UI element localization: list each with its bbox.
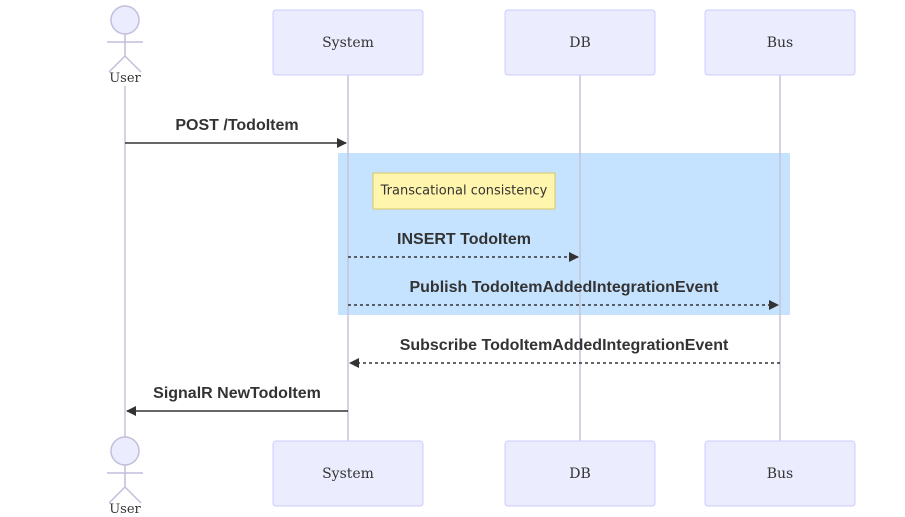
actor-head-icon	[110, 5, 140, 35]
participant-bus-label: Bus	[767, 466, 794, 482]
actor-user-top: User	[107, 5, 143, 86]
participant-bus-top: Bus	[704, 9, 856, 76]
message-insert-todoitem: INSERT TodoItem	[348, 231, 579, 262]
message-label: Subscribe TodoItemAddedIntegrationEvent	[400, 337, 729, 354]
participant-system-bottom: System	[272, 440, 424, 507]
message-label: INSERT TodoItem	[397, 231, 531, 248]
message-label: POST /TodoItem	[175, 117, 298, 134]
note-text: Transcational consistency	[380, 184, 548, 199]
message-label: Publish TodoItemAddedIntegrationEvent	[409, 279, 719, 296]
participant-system-label: System	[322, 466, 374, 482]
actor-user-label: User	[109, 71, 141, 86]
participant-bus-bottom: Bus	[704, 440, 856, 507]
actor-head-icon	[110, 436, 140, 466]
message-subscribe-event: Subscribe TodoItemAddedIntegrationEvent	[349, 337, 780, 368]
message-post-todoitem: POST /TodoItem	[125, 117, 347, 148]
participant-db-bottom: DB	[504, 440, 656, 507]
participant-db-label: DB	[569, 35, 591, 51]
participant-db-label: DB	[569, 466, 591, 482]
actor-user-label: User	[109, 502, 141, 517]
participant-system-top: System	[272, 9, 424, 76]
message-label: SignalR NewTodoItem	[153, 385, 321, 402]
message-publish-event: Publish TodoItemAddedIntegrationEvent	[348, 279, 779, 310]
participant-system-label: System	[322, 35, 374, 51]
note-transactional-consistency: Transcational consistency	[372, 172, 556, 210]
participant-db-top: DB	[504, 9, 656, 76]
participant-bus-label: Bus	[767, 35, 794, 51]
message-signalr-newtodoitem: SignalR NewTodoItem	[126, 385, 348, 416]
actor-user-bottom: User	[107, 436, 143, 517]
